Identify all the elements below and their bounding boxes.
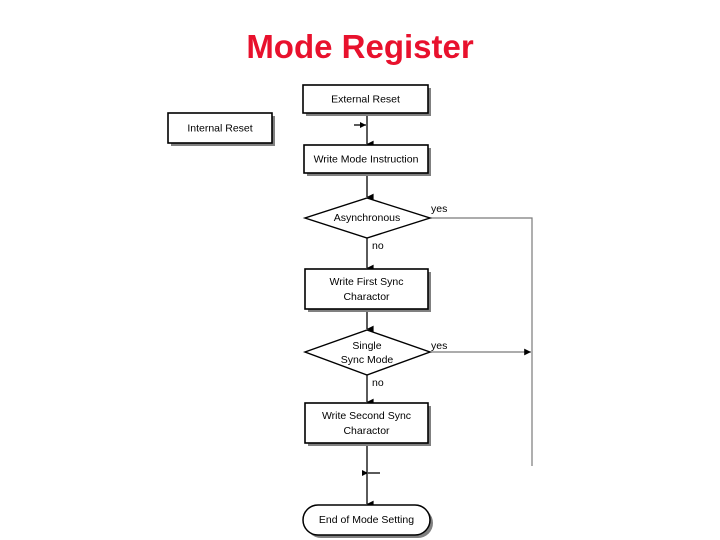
node-end-of-mode-setting-label: End of Mode Setting (319, 514, 414, 526)
node-write-second-sync-label-line2: Charactor (343, 425, 390, 437)
node-write-mode-instruction-label: Write Mode Instruction (314, 153, 419, 165)
node-write-second-sync-label-line1: Write Second Sync (322, 410, 411, 422)
node-external-reset-label: External Reset (331, 93, 400, 105)
edge-label-asynchronous-yes: yes (431, 203, 447, 215)
node-single-sync-mode-label-line1: Single (352, 340, 381, 352)
edge-asynchronous-yes-rail (430, 217, 533, 466)
node-internal-reset[interactable]: Internal Reset (167, 112, 275, 146)
edge-label-single-sync-yes: yes (431, 340, 447, 352)
node-asynchronous[interactable]: Asynchronous (302, 197, 433, 239)
node-external-reset[interactable]: External Reset (302, 84, 431, 116)
node-write-first-sync[interactable]: Write First Sync Charactor (304, 268, 431, 312)
node-write-first-sync-label-line1: Write First Sync (330, 276, 404, 288)
node-asynchronous-label: Asynchronous (334, 212, 401, 224)
node-write-second-sync[interactable]: Write Second Sync Charactor (304, 402, 431, 446)
node-internal-reset-label: Internal Reset (187, 122, 252, 134)
page-title: Mode Register (246, 28, 474, 65)
node-end-of-mode-setting[interactable]: End of Mode Setting (302, 504, 433, 538)
node-single-sync-mode-label-line2: Sync Mode (341, 354, 394, 366)
node-write-first-sync-label-line2: Charactor (343, 291, 390, 303)
edge-label-single-sync-no: no (372, 377, 384, 389)
node-single-sync-mode[interactable]: Single Sync Mode (302, 329, 433, 376)
edge-label-asynchronous-no: no (372, 240, 384, 252)
node-write-mode-instruction[interactable]: Write Mode Instruction (303, 144, 431, 176)
